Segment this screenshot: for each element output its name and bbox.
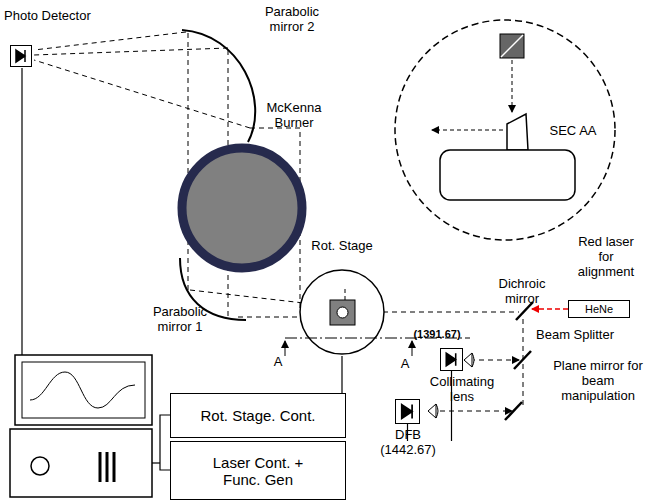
sample-holder [337,307,348,318]
beam-paths [345,289,346,300]
section-arrow [285,341,286,356]
part-label: Plane mirror for beam manipulation [552,358,644,403]
controller-box: Rot. Stage. Cont. [170,393,346,438]
part-label: Parabolic mirror 2 [256,4,328,34]
section-arrow [412,341,413,356]
part-label: Collimating lens [420,374,504,404]
part-label: SEC AA [546,123,600,138]
laser-label: HeNe [585,303,613,316]
diode-symbol [441,349,462,370]
device-node: Red laser for alignmentHeNe [566,234,646,322]
collimating-lens [464,353,474,367]
beam-paths [34,32,523,411]
device-node: (1391.67) [408,327,466,373]
plane-mirror [505,402,522,420]
section-inset [395,20,615,240]
beam-splitter [514,351,531,369]
diode-box [440,348,463,371]
parabolic-mirror [182,30,255,142]
stage-label: Rot. Stage [296,238,388,253]
sample-holder [330,300,355,325]
wavelength-label: (1391.67) [408,327,466,342]
rotation-stage [300,270,384,354]
diode-symbol [396,400,419,423]
wire [22,68,170,470]
signal-wire [341,356,342,393]
computer [10,355,152,497]
device-node: Photo Detector [4,8,124,70]
device-node: Rot. Stage [296,238,388,356]
part-label: Beam Splitter [536,327,628,342]
device-node: DFB (1442.67) [376,399,440,463]
diode-box [395,399,420,424]
part-label: McKenna Burner [262,100,326,130]
laser-box: HeNe [568,300,630,318]
box-label: Laser Cont. + Func. Gen [203,454,313,488]
controller-box: Laser Cont. + Func. Gen [170,441,346,500]
burner [182,148,302,268]
detector-label: Photo Detector [4,8,124,23]
diode-box [10,45,32,67]
part-label: A [398,356,412,371]
collimating-lens [428,404,438,418]
diode-symbol [11,46,31,66]
part-label: Parabolic mirror 1 [144,304,216,334]
part-label: Dichroic mirror [490,276,554,306]
alignment-beam [532,308,568,310]
part-label: A [271,354,285,369]
box-label: Rot. Stage. Cont. [200,407,315,424]
laser-caption: Red laser for alignment [574,234,638,279]
laser-label: DFB (1442.67) [376,427,440,457]
